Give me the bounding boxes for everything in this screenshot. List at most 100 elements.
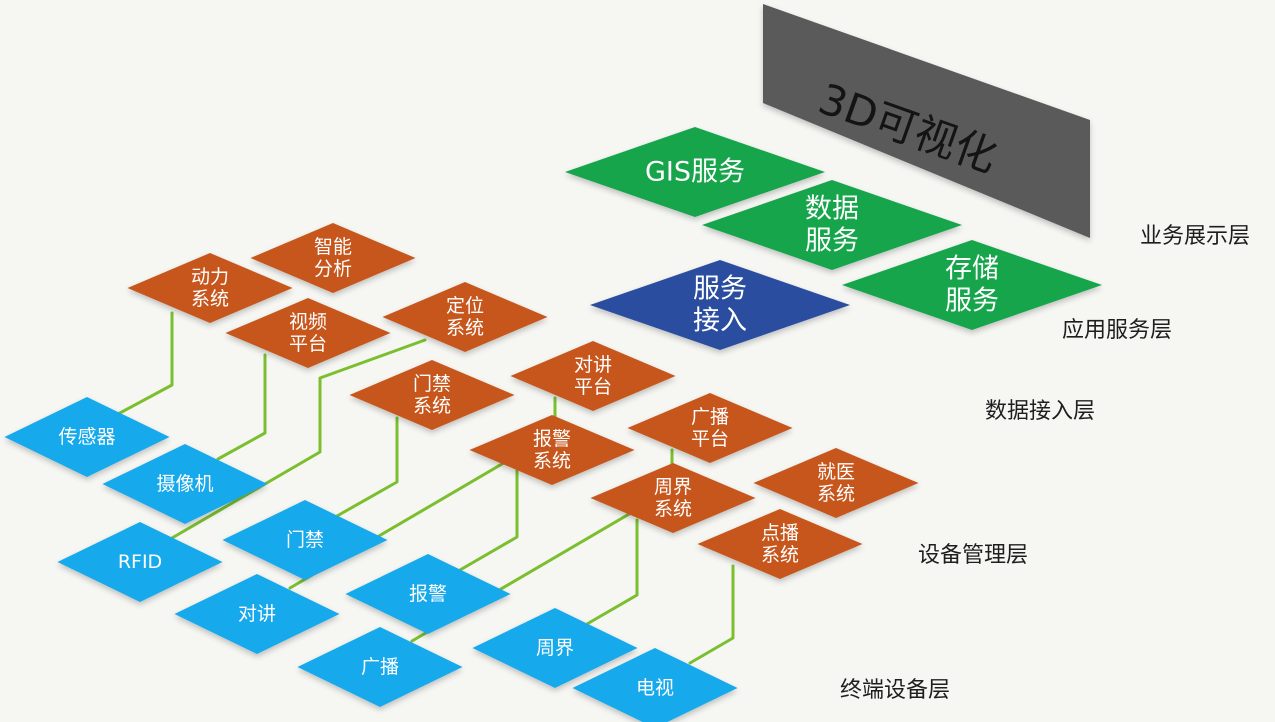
rfid-tile	[57, 522, 223, 602]
storage-tile	[842, 240, 1102, 330]
alarm-label-line-1: 报警	[409, 583, 447, 605]
medical-system-tile	[753, 448, 919, 518]
service-access-tile	[590, 260, 850, 350]
intercom-label-line-1: 对讲	[238, 603, 276, 625]
broadcast-label-line-1: 广播	[361, 656, 399, 678]
tv-label-line-1: 电视	[636, 677, 674, 699]
vod-system-tile	[697, 509, 863, 579]
broadcast-tile	[297, 627, 463, 707]
vod-system-label-line-2: 系统	[761, 544, 799, 566]
smart-analysis-tile	[250, 223, 416, 293]
perimeter-system-label-line-1: 周界	[654, 476, 692, 498]
positioning-system-label-line-1: 定位	[446, 295, 484, 317]
power-system-label-line-2: 系统	[191, 288, 229, 310]
intercom-platform-label-line-2: 平台	[574, 376, 612, 398]
camera-tile	[102, 444, 268, 524]
video-platform-label-line-1: 视频	[289, 311, 327, 333]
perimeter-system-label-line-2: 系统	[654, 498, 692, 520]
tv-tile	[572, 648, 738, 722]
medical-system-label-line-1: 就医	[817, 461, 855, 483]
access-control-system-label-line-2: 系统	[413, 395, 451, 417]
access-control-system-tile	[349, 360, 515, 430]
layer-label-display: 业务展示层	[1140, 224, 1251, 249]
sensor-tile	[4, 397, 170, 477]
broadcast-platform-label-line-1: 广播	[691, 406, 729, 428]
connector-tv-to-vod-system	[688, 564, 735, 665]
intercom-terminal-node[interactable]: 对讲	[174, 574, 340, 654]
broadcast-platform-tile	[627, 393, 793, 463]
storage-label-line-2: 服务	[945, 285, 999, 316]
node-shapes: 3D可视化GIS服务数据服务存储服务服务接入智能分析动力系统视频平台定位系统对讲…	[4, 4, 1102, 722]
layer-label-terminal: 终端设备层	[840, 678, 951, 703]
connector-rfid-to-positioning-system	[170, 338, 427, 540]
intercom-platform-tile	[510, 341, 676, 411]
power-system-tile	[127, 253, 293, 323]
perimeter-tile	[472, 608, 638, 688]
intercom-platform-label-line-1: 对讲	[574, 354, 612, 376]
layer-label-device-mgmt: 设备管理层	[918, 543, 1029, 568]
perimeter-system-tile	[590, 463, 756, 533]
tv-terminal-node[interactable]: 电视	[572, 648, 738, 722]
alarm-system-tile	[469, 415, 635, 485]
smart-analysis-label-line-1: 智能	[314, 236, 352, 258]
sensor-label-line-1: 传感器	[58, 426, 115, 448]
power-system-label-line-1: 动力	[191, 266, 229, 288]
connector-sensor-to-power-system	[116, 311, 174, 416]
video-platform-tile	[225, 298, 391, 368]
data-label-line-2: 服务	[805, 225, 859, 256]
service-access-label-line-2: 接入	[693, 305, 747, 336]
positioning-system-label-line-2: 系统	[446, 317, 484, 339]
broadcast-terminal-node[interactable]: 广播	[297, 627, 463, 707]
connector-door-access-to-access-control-system	[335, 416, 399, 518]
rfid-terminal-node[interactable]: RFID	[57, 522, 223, 602]
sensor-terminal-node[interactable]: 传感器	[4, 397, 170, 477]
layer-label-access: 数据接入层	[985, 399, 1096, 424]
layer-label-app: 应用服务层	[1062, 318, 1173, 343]
connector-perimeter-to-perimeter-system	[585, 518, 639, 626]
broadcast-platform-label-line-2: 平台	[691, 428, 729, 450]
alarm-system-label-line-1: 报警	[533, 428, 571, 450]
alarm-system-label-line-2: 系统	[533, 450, 571, 472]
data-tile	[702, 180, 962, 270]
perimeter-label-line-1: 周界	[536, 637, 574, 659]
storage-label-line-1: 存储	[945, 254, 999, 285]
positioning-system-tile	[382, 282, 548, 352]
connector-alarm-to-alarm-system	[458, 468, 519, 572]
video-platform-label-line-2: 平台	[289, 333, 327, 355]
screen-panel	[763, 4, 1090, 238]
connector-camera-to-video-platform	[216, 353, 267, 461]
alarm-tile	[345, 554, 511, 634]
medical-system-label-line-2: 系统	[817, 483, 855, 505]
camera-terminal-node[interactable]: 摄像机	[102, 444, 268, 524]
door-access-tile	[222, 500, 388, 580]
perimeter-terminal-node[interactable]: 周界	[472, 608, 638, 688]
door-access-terminal-node[interactable]: 门禁	[222, 500, 388, 580]
vod-system-label-line-1: 点播	[761, 522, 799, 544]
alarm-terminal-node[interactable]: 报警	[345, 554, 511, 634]
gis-tile	[565, 127, 825, 217]
intercom-tile	[174, 574, 340, 654]
rfid-label-line-1: RFID	[118, 551, 162, 573]
gis-service-node[interactable]: GIS服务	[565, 127, 825, 217]
smart-analysis-label-line-2: 分析	[314, 258, 352, 280]
data-label-line-1: 数据	[805, 194, 859, 225]
camera-label-line-1: 摄像机	[156, 473, 213, 495]
gis-label-line-1: GIS服务	[645, 157, 745, 188]
access-control-system-label-line-1: 门禁	[413, 373, 451, 395]
